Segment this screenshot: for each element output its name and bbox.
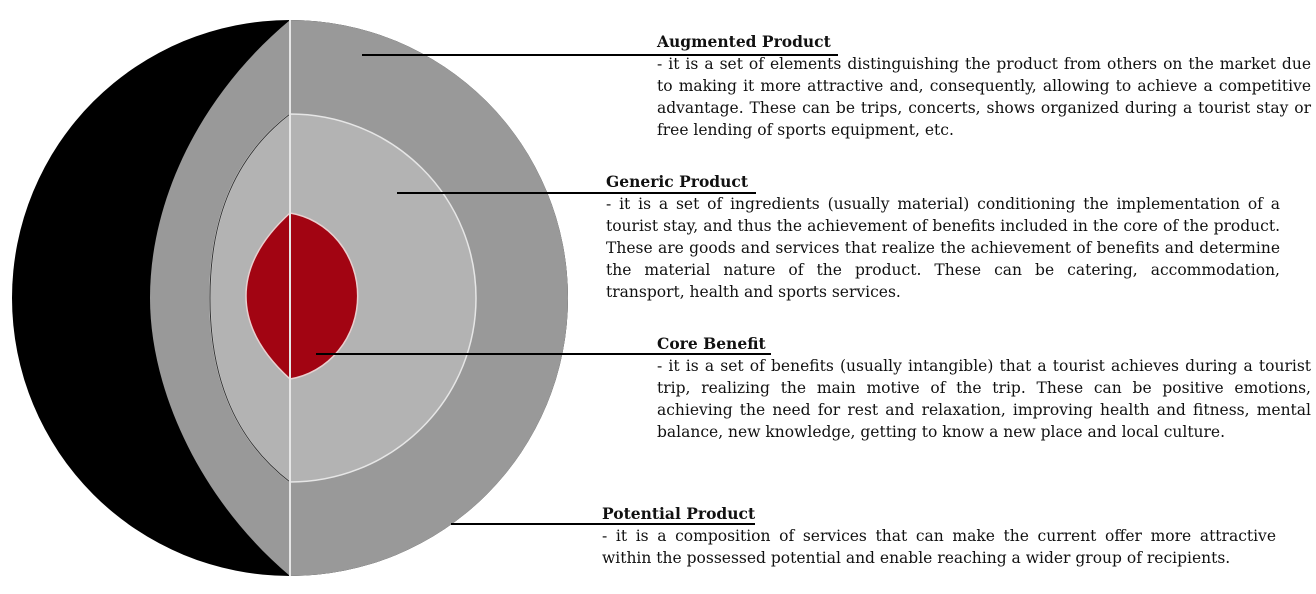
core-benefit-title: Core Benefit [657,334,766,353]
potential-product-title: Potential Product [602,504,756,523]
generic-product-description: - it is a set of ingredients (usually ma… [606,195,1280,301]
core-benefit-block: Core Benefit - it is a set of benefits (… [657,333,1311,443]
core-benefit-description: - it is a set of benefits (usually intan… [657,357,1311,441]
generic-layer-inner-edge [209,113,291,483]
potential-product-block: Potential Product - it is a composition … [602,503,1276,569]
augmented-product-block: Augmented Product - it is a set of eleme… [657,31,1311,141]
generic-product-title: Generic Product [606,172,748,191]
potential-product-description: - it is a composition of services that c… [602,527,1276,567]
augmented-product-title: Augmented Product [657,32,831,51]
generic-product-block: Generic Product - it is a set of ingredi… [606,171,1280,303]
augmented-product-description: - it is a set of elements distinguishing… [657,55,1311,139]
core-benefit-shape [245,212,359,380]
